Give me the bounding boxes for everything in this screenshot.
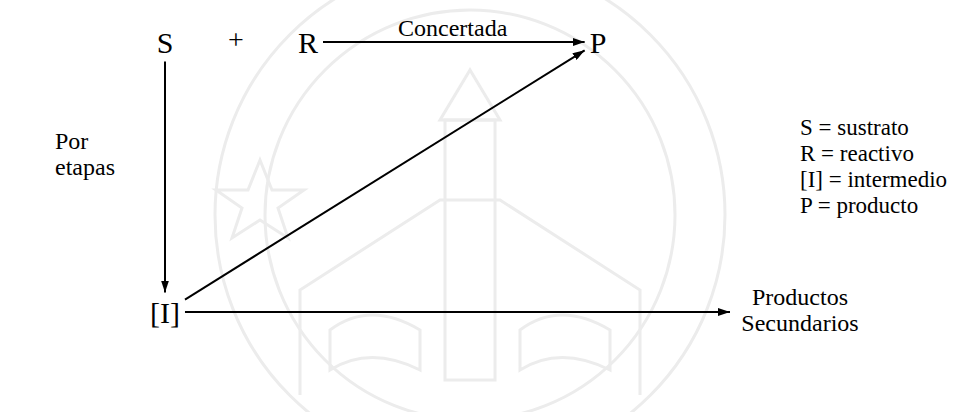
node-text: P xyxy=(590,26,607,59)
key-line: P = producto xyxy=(800,193,918,219)
key-line: S = sustrato xyxy=(800,115,909,141)
key-line: R = reactivo xyxy=(800,141,914,167)
key-line: [I] = intermedio xyxy=(800,167,947,193)
reaction-arrow xyxy=(323,41,585,43)
reaction-arrow xyxy=(185,311,730,313)
plus-sign: + xyxy=(228,24,244,56)
node-text: [I] xyxy=(150,296,180,329)
byproducts-text: Productos Secundarios xyxy=(730,281,870,340)
node-text: S xyxy=(157,26,174,59)
edge-label: Por etapas xyxy=(55,128,135,181)
intermediate-symbol: [I] xyxy=(145,293,185,332)
node-text: R xyxy=(298,26,318,59)
reagent-symbol: R xyxy=(293,23,323,62)
node-text: Productos Secundarios xyxy=(735,284,865,337)
edge-label: Concertada xyxy=(398,15,507,41)
substrate-symbol: S xyxy=(152,23,179,62)
reaction-arrow xyxy=(185,50,585,299)
product-symbol: P xyxy=(585,23,612,62)
reaction-arrow xyxy=(164,62,166,293)
